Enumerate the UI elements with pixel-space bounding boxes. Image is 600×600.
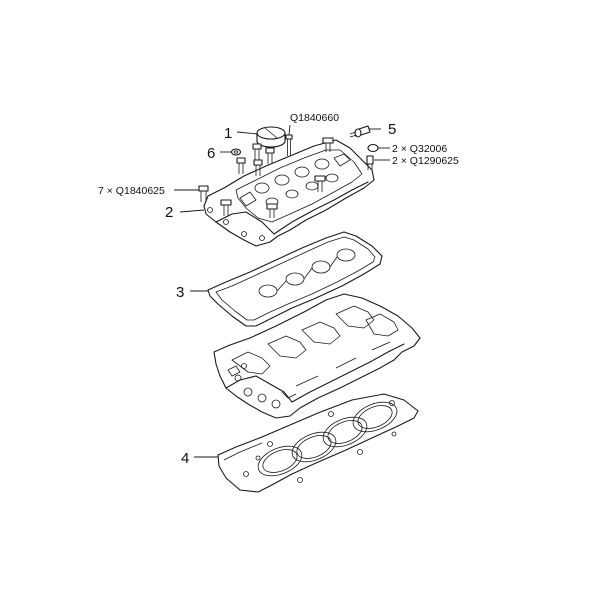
callout-1: 1 [224,125,232,142]
callout-5: 5 [388,121,396,138]
cover-bolt [198,185,209,202]
washer-part-6 [230,148,242,156]
valve-cover [203,137,375,247]
cylinder-head [213,293,421,419]
sensor-part-5 [349,125,371,138]
code-bolt-top: Q1840660 [290,112,339,124]
stud-parts [366,143,379,170]
leader-lines [174,124,390,458]
callout-4: 4 [181,450,189,467]
callout-2: 2 [165,204,173,221]
code-cover-bolts: 7 × Q1840625 [98,185,165,197]
loose-bolts [236,134,293,176]
cylinder-head-gasket [217,393,419,493]
code-washer: 2 × Q32006 [392,143,447,155]
callout-3: 3 [176,284,184,301]
valve-cover-gasket [207,231,383,327]
code-stud: 2 × Q1290625 [392,155,459,167]
oil-filler-cap [256,126,286,148]
callout-6: 6 [207,145,215,162]
